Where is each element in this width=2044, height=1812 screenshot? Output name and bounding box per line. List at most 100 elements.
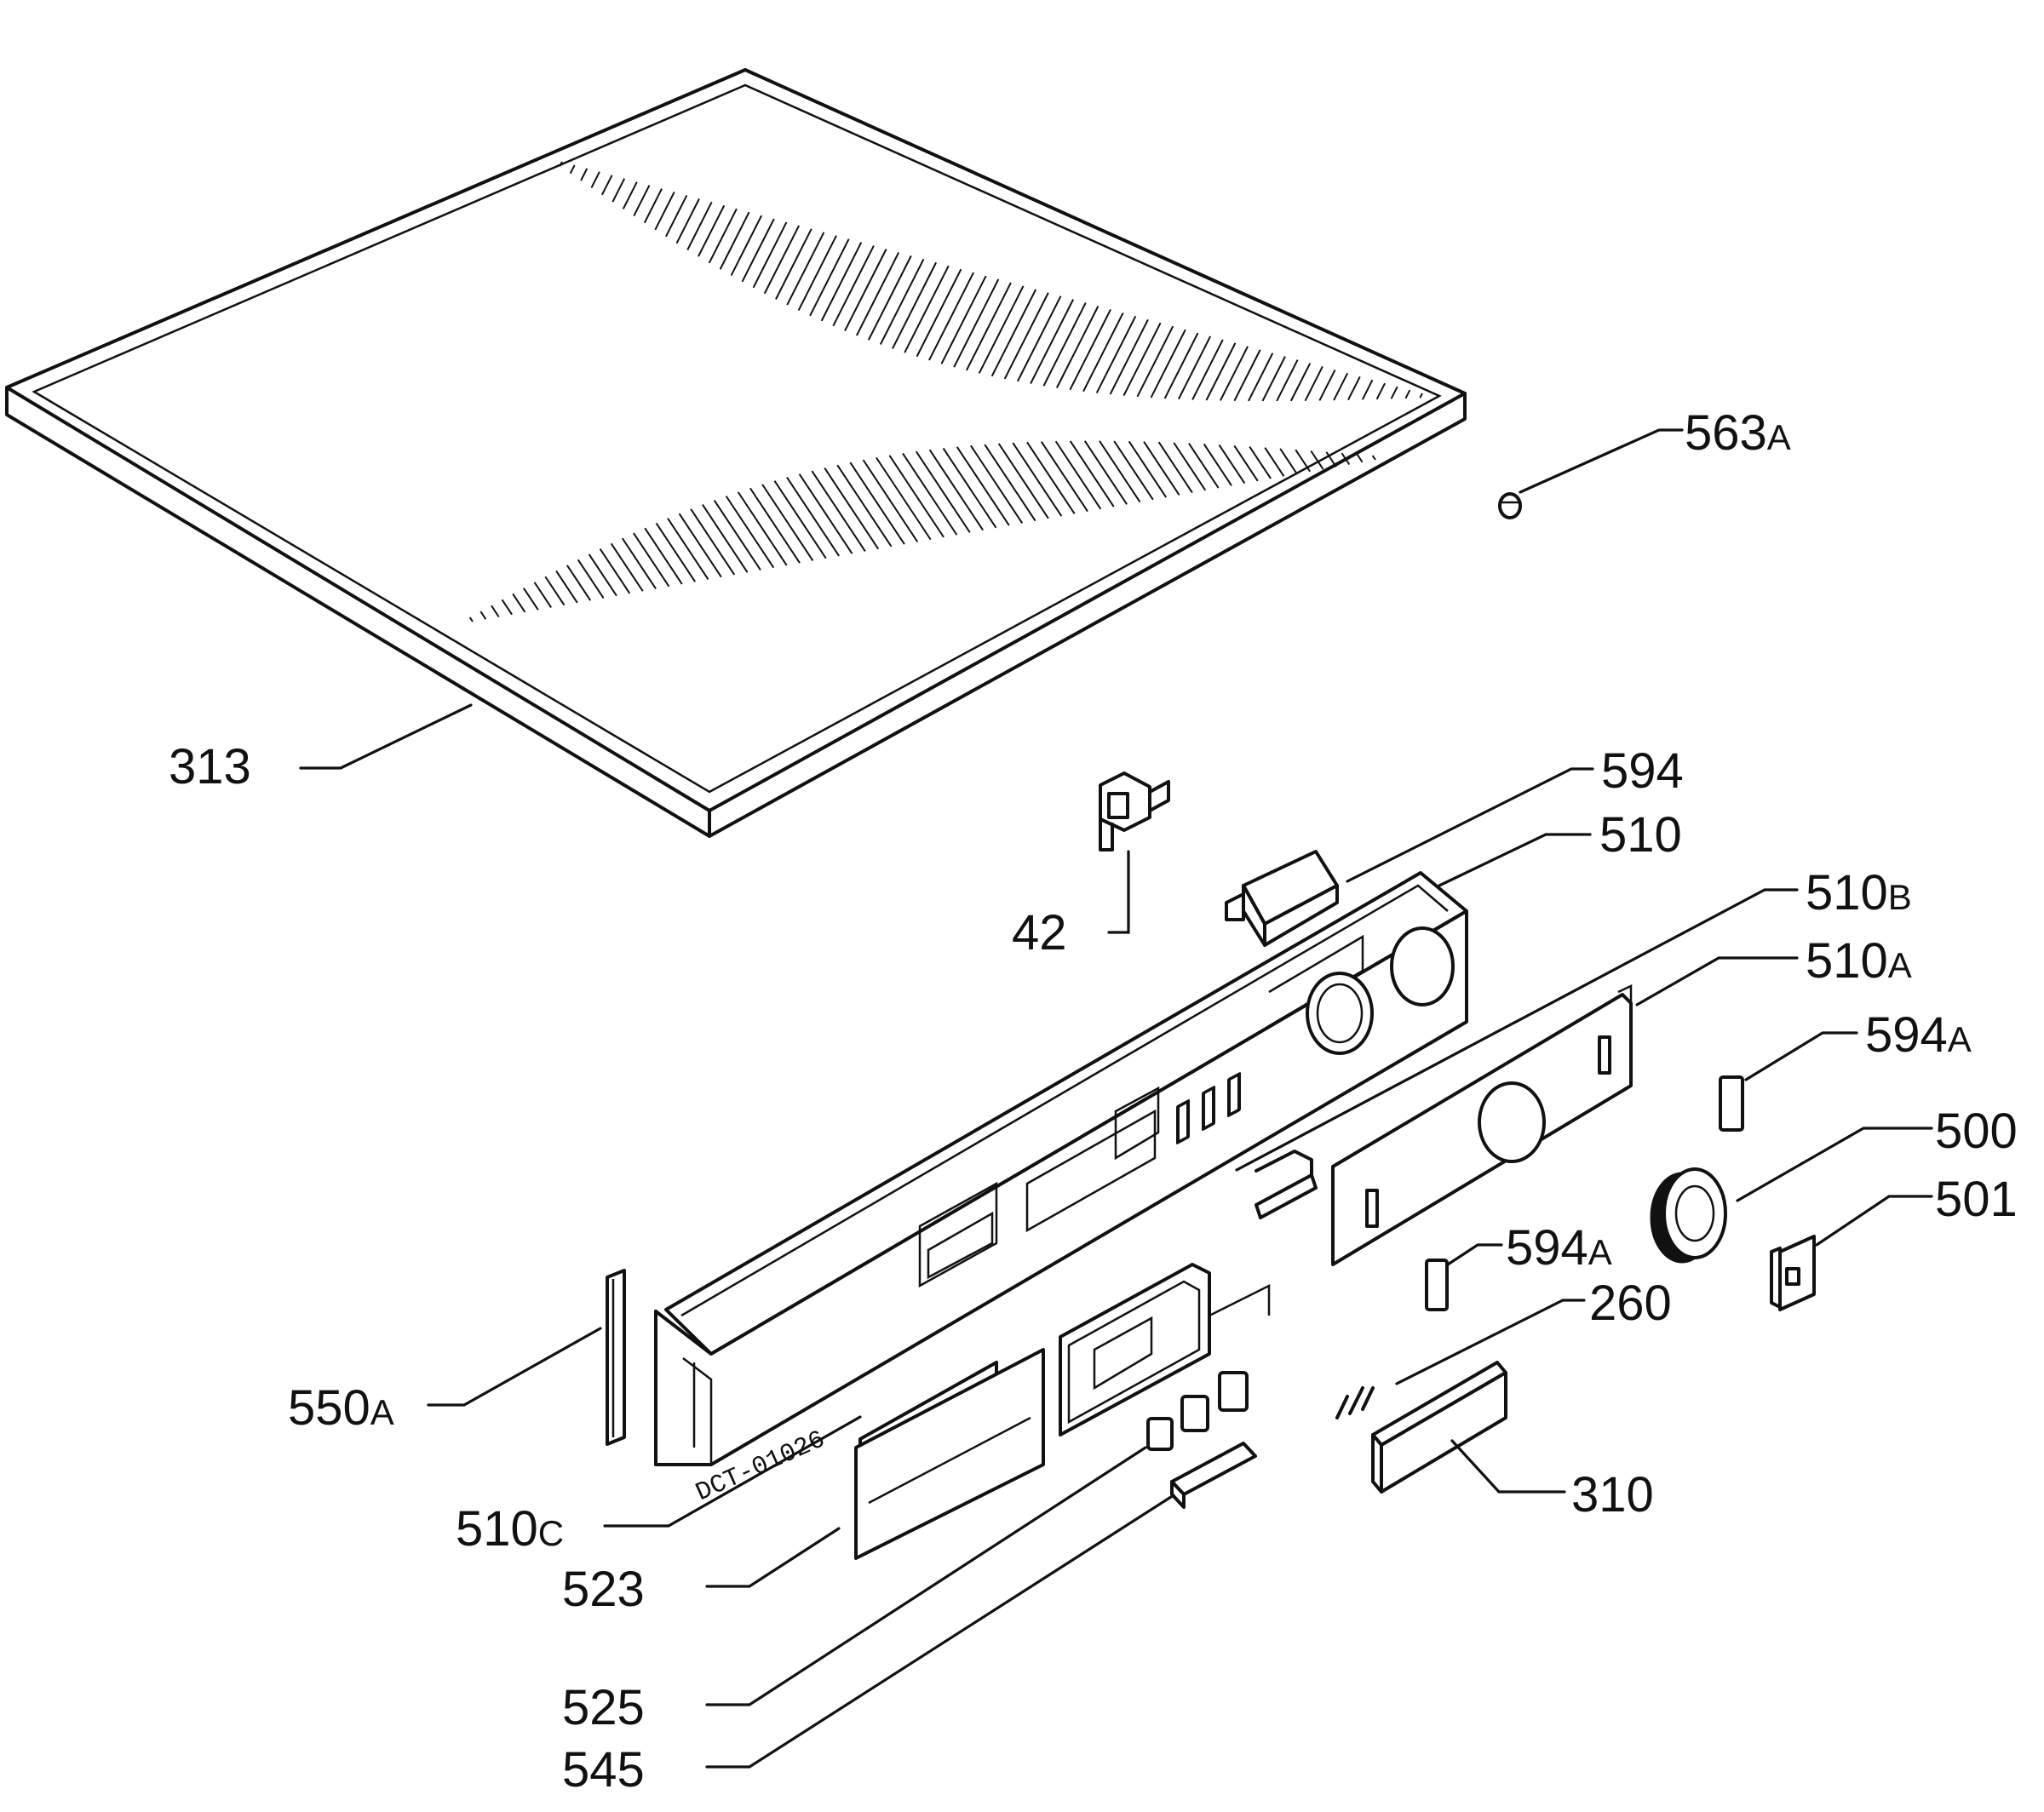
hatch-line — [690, 508, 736, 576]
hatch-line — [965, 282, 1012, 371]
hatch-line — [479, 611, 487, 620]
hatch-line — [741, 218, 775, 283]
part-labels: 313 563A 594 510 42 510B 510A 594A 500 5… — [169, 405, 2018, 1798]
hatch-line — [622, 181, 638, 209]
label-523: 523 — [562, 1562, 645, 1617]
hatch-line — [1143, 441, 1180, 496]
hatch-line — [555, 570, 578, 604]
label-550a: 550A — [288, 1380, 394, 1436]
hatch-line — [1310, 450, 1324, 470]
hatch-line — [888, 455, 944, 538]
hatch-line — [942, 447, 997, 529]
hatch-line — [655, 522, 696, 582]
hatch-line — [836, 464, 893, 548]
hatch-line — [1109, 318, 1149, 395]
hatch-line — [566, 565, 592, 601]
hatch-line — [633, 532, 670, 588]
label-594a-upper: 594A — [1865, 1007, 1972, 1063]
label-594: 594 — [1601, 743, 1684, 799]
hatch-line — [956, 446, 1010, 526]
hatch-line — [1203, 443, 1232, 486]
label-260: 260 — [1589, 1276, 1672, 1331]
hatch-line — [876, 456, 932, 541]
hatch-line — [844, 249, 887, 331]
hatch-line — [708, 208, 738, 264]
hatch-line — [1233, 349, 1261, 402]
hatch-line — [1040, 441, 1088, 513]
hatch-line — [1325, 451, 1337, 467]
hatch-line — [1233, 444, 1259, 482]
hatch-line — [928, 272, 974, 361]
hatch-line — [953, 278, 1000, 368]
hatch-line — [1003, 292, 1049, 380]
hatch-line — [916, 268, 962, 358]
hatch-line — [1082, 312, 1124, 393]
hatch-line — [997, 443, 1049, 519]
hatch-line — [590, 171, 600, 188]
insert-501 — [1770, 1235, 1816, 1311]
hatch-line — [1054, 440, 1102, 510]
hatch-line — [678, 513, 722, 578]
control-panel-510 — [654, 871, 1468, 1466]
hatch-line — [1249, 445, 1272, 479]
hatch-line — [730, 215, 763, 277]
leader-lines — [299, 428, 1933, 1769]
hatch-line — [1030, 299, 1075, 385]
hatch-line — [611, 178, 626, 203]
hatch-line — [1404, 389, 1411, 399]
hatch-line — [491, 605, 500, 618]
hatch-line — [569, 164, 576, 175]
hatch-line — [1218, 444, 1246, 485]
hatch-line — [1163, 332, 1199, 399]
hatch-line — [512, 593, 526, 613]
hatch-line — [468, 616, 474, 622]
hatch-line — [879, 258, 925, 345]
hatch-line — [797, 235, 837, 311]
hatch-line — [1083, 440, 1128, 505]
hatch-line — [775, 228, 812, 300]
hatch-line — [1016, 295, 1062, 382]
hatch-line — [633, 185, 651, 217]
hatch-line — [984, 444, 1036, 522]
hatch-line — [599, 548, 631, 594]
hatch-line — [702, 504, 749, 573]
hatch-line — [1390, 386, 1398, 399]
hatch-line — [713, 499, 761, 571]
hatch-line — [1150, 329, 1186, 399]
hatch-line — [832, 245, 875, 327]
clip-42 — [1099, 771, 1170, 852]
hatch-line — [698, 204, 726, 257]
hatch-line — [1122, 322, 1162, 396]
hatch-line — [915, 450, 971, 533]
hatch-line — [761, 484, 814, 561]
hatch-line — [719, 211, 750, 270]
hatch-line — [600, 175, 613, 196]
hatch-line — [1276, 359, 1299, 402]
label-501: 501 — [1935, 1172, 2018, 1227]
label-313: 313 — [169, 739, 251, 794]
hatch-line — [809, 238, 850, 317]
hatch-line — [786, 232, 825, 306]
flap-523 — [854, 1348, 1045, 1560]
hatch-line — [752, 221, 788, 289]
hatch-line — [1055, 306, 1100, 388]
label-500: 500 — [1935, 1104, 2018, 1159]
cap-594 — [1225, 850, 1339, 947]
hatch-line — [978, 285, 1025, 374]
hatch-line — [1289, 363, 1312, 402]
hatch-line — [749, 487, 801, 564]
label-525: 525 — [562, 1680, 645, 1735]
hatch-line — [1318, 369, 1336, 401]
hatch-line — [786, 477, 840, 557]
display-frame-510c — [1059, 1263, 1271, 1436]
keys-525 — [1146, 1371, 1249, 1451]
hatch-line — [544, 576, 566, 606]
slide-594a-upper — [1719, 1075, 1744, 1132]
lightbar-545 — [1170, 1442, 1257, 1509]
hatch-line — [1220, 346, 1249, 401]
hatch-line — [533, 582, 553, 609]
hatch-line — [1069, 308, 1111, 391]
hatch-line — [1095, 315, 1137, 393]
hatch-line — [1356, 454, 1364, 463]
hatch-line — [1177, 335, 1212, 400]
